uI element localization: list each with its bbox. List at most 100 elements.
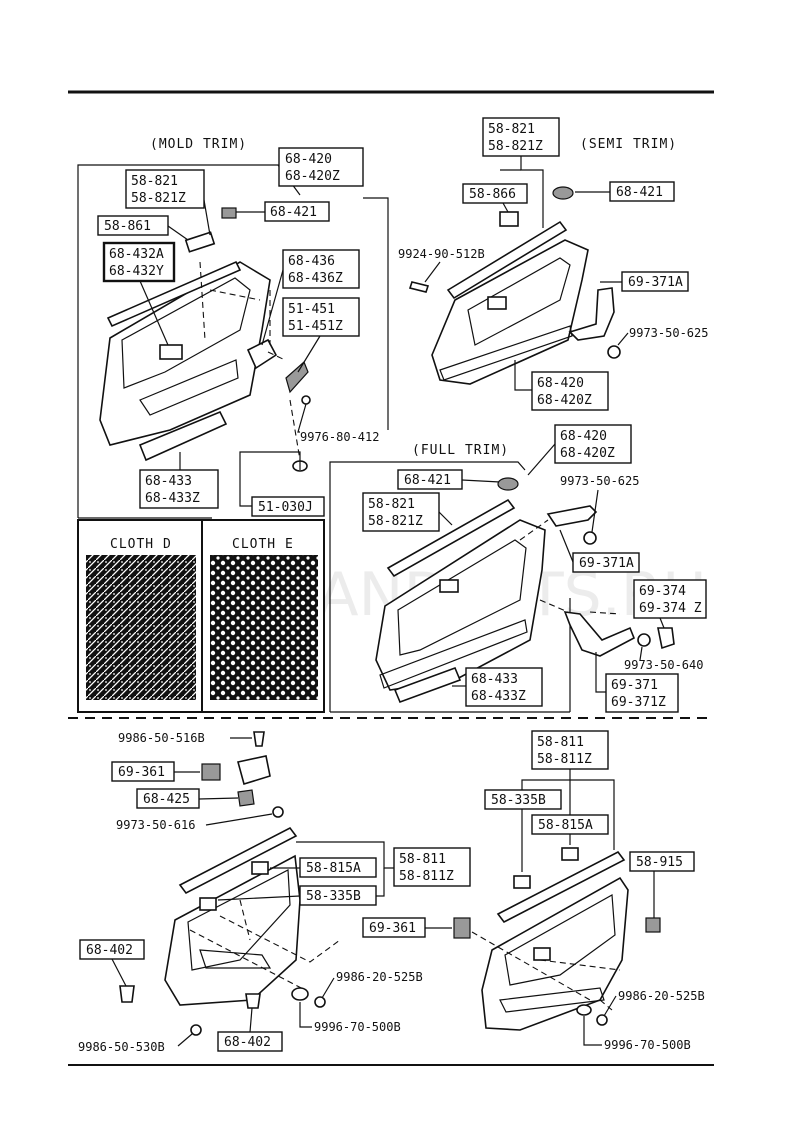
leader-9996-rr bbox=[583, 1016, 602, 1046]
leader-68-402-a bbox=[111, 958, 127, 987]
mold-trim-section: (MOLD TRIM) 68-420 68-420Z 58-821 58-821… bbox=[77, 137, 389, 519]
label-58-811-rl: 58-811 58-811Z bbox=[393, 847, 471, 887]
rl-upper-strip bbox=[178, 826, 298, 895]
rl-screw-a bbox=[314, 996, 326, 1008]
semi-door-panel bbox=[431, 239, 589, 385]
mold-upper-strip bbox=[106, 260, 242, 328]
svg-text:68-433Z: 68-433Z bbox=[145, 491, 200, 506]
svg-text:58-811Z: 58-811Z bbox=[537, 752, 592, 767]
leader-58-821-semi bbox=[520, 156, 544, 228]
leader-9973-b bbox=[639, 646, 643, 661]
svg-text:58-821Z: 58-821Z bbox=[368, 514, 423, 529]
label-69-361-rr: 69-361 bbox=[362, 917, 426, 938]
leader-58-821-full bbox=[438, 511, 453, 526]
svg-text:68-420: 68-420 bbox=[537, 376, 584, 391]
svg-text:68-420Z: 68-420Z bbox=[285, 169, 340, 184]
rr-washer bbox=[576, 1004, 592, 1016]
svg-text:58-815A: 58-815A bbox=[306, 861, 361, 876]
svg-text:69-374: 69-374 bbox=[639, 584, 686, 599]
label-58-815A-rl: 58-815A bbox=[299, 857, 377, 878]
rl-bezel bbox=[201, 763, 221, 781]
rl-screw-top bbox=[272, 806, 284, 818]
leader-9986-rr bbox=[603, 995, 617, 1017]
rl-clip-top bbox=[253, 731, 265, 747]
full-door-panel bbox=[375, 519, 546, 691]
label-58-821-mold: 58-821 58-821Z bbox=[125, 169, 205, 209]
full-armrest-lower bbox=[393, 666, 462, 704]
svg-text:58-335B: 58-335B bbox=[491, 793, 546, 808]
semi-pin bbox=[408, 281, 430, 293]
mold-handle-bezel bbox=[246, 338, 278, 370]
mold-handle-escutcheon bbox=[184, 231, 216, 253]
svg-text:69-371: 69-371 bbox=[611, 678, 658, 693]
svg-text:69-371A: 69-371A bbox=[579, 556, 634, 571]
svg-text:68-433: 68-433 bbox=[145, 474, 192, 489]
svg-text:69-371A: 69-371A bbox=[628, 275, 683, 290]
label-68-420-full: 68-420 68-420Z bbox=[554, 424, 632, 464]
svg-text:69-361: 69-361 bbox=[118, 765, 165, 780]
svg-text:68-433: 68-433 bbox=[471, 672, 518, 687]
mold-pull-pocket bbox=[159, 344, 183, 360]
full-armrest bbox=[563, 611, 636, 657]
full-pull-handle bbox=[546, 505, 598, 527]
full-trim-caption: (FULL TRIM) bbox=[412, 443, 509, 458]
rl-bracket bbox=[237, 789, 255, 807]
label-9986-50-530B: 9986-50-530B bbox=[78, 1040, 165, 1054]
leader-69-371-full bbox=[595, 652, 606, 693]
label-9973-50-625-semi: 9973-50-625 bbox=[629, 326, 708, 340]
semi-pocket bbox=[487, 296, 507, 310]
svg-text:58-811: 58-811 bbox=[537, 735, 584, 750]
leader-58-811-rr bbox=[521, 769, 571, 872]
semi-armrest bbox=[568, 287, 615, 341]
label-68-425: 68-425 bbox=[136, 788, 200, 809]
label-9924: 9924-90-512B bbox=[398, 247, 485, 261]
svg-text:58-811Z: 58-811Z bbox=[399, 869, 454, 884]
leader-9973-rl bbox=[205, 813, 273, 826]
leader-68-432 bbox=[139, 280, 169, 346]
mold-armrest bbox=[138, 410, 228, 462]
svg-text:58-811: 58-811 bbox=[399, 852, 446, 867]
label-58-821-full: 58-821 58-821Z bbox=[362, 492, 440, 532]
rr-screw bbox=[596, 1014, 608, 1026]
svg-text:68-420: 68-420 bbox=[285, 152, 332, 167]
rl-screw-b bbox=[190, 1024, 202, 1036]
svg-text:69-371Z: 69-371Z bbox=[611, 695, 666, 710]
label-51-451: 51-451 51-451Z bbox=[282, 297, 360, 337]
rear-right-section: 58-811 58-811Z 58-335B 58-815A 58-915 bbox=[362, 730, 705, 1052]
rl-door-panel bbox=[164, 854, 301, 1006]
leader-9996-rl bbox=[299, 1002, 312, 1028]
leader-69-371A-full bbox=[559, 529, 574, 563]
label-68-421-mold: 68-421 bbox=[264, 201, 330, 222]
svg-text:68-421: 68-421 bbox=[616, 185, 663, 200]
rr-clip-58-815A bbox=[561, 847, 579, 861]
label-68-402-b: 68-402 bbox=[217, 1031, 283, 1052]
svg-text:68-436: 68-436 bbox=[288, 254, 335, 269]
full-cap-69-374 bbox=[657, 627, 675, 650]
label-69-371A-full: 69-371A bbox=[572, 552, 640, 573]
label-68-421-semi: 68-421 bbox=[609, 181, 675, 202]
label-58-815A-rr: 58-815A bbox=[531, 814, 609, 835]
svg-text:69-374 Z: 69-374 Z bbox=[639, 601, 702, 616]
svg-text:68-420: 68-420 bbox=[560, 429, 607, 444]
leader-9986c bbox=[177, 1033, 193, 1047]
label-69-371A-semi: 69-371A bbox=[621, 271, 689, 292]
svg-text:68-420Z: 68-420Z bbox=[537, 393, 592, 408]
full-screw-b bbox=[637, 633, 651, 647]
svg-text:58-821: 58-821 bbox=[488, 122, 535, 137]
leader-58-811-rl-b bbox=[376, 868, 385, 897]
svg-text:58-821: 58-821 bbox=[131, 174, 178, 189]
leader-68-420-semi bbox=[514, 360, 532, 391]
cloth-d-swatch bbox=[86, 555, 196, 700]
leader-9986b bbox=[321, 977, 335, 999]
rr-pocket bbox=[533, 947, 551, 961]
leader-58-811-rl bbox=[296, 841, 394, 869]
svg-text:68-402: 68-402 bbox=[224, 1035, 271, 1050]
leader-58-821-mold bbox=[203, 199, 211, 236]
leader-51-030J bbox=[239, 451, 301, 507]
label-69-371-full: 69-371 69-371Z bbox=[605, 673, 679, 713]
svg-text:51-451Z: 51-451Z bbox=[288, 319, 343, 334]
label-9973-50-640: 9973-50-640 bbox=[624, 658, 703, 672]
semi-trim-caption: (SEMI TRIM) bbox=[580, 137, 677, 152]
leader-68-402-b bbox=[249, 1007, 253, 1033]
